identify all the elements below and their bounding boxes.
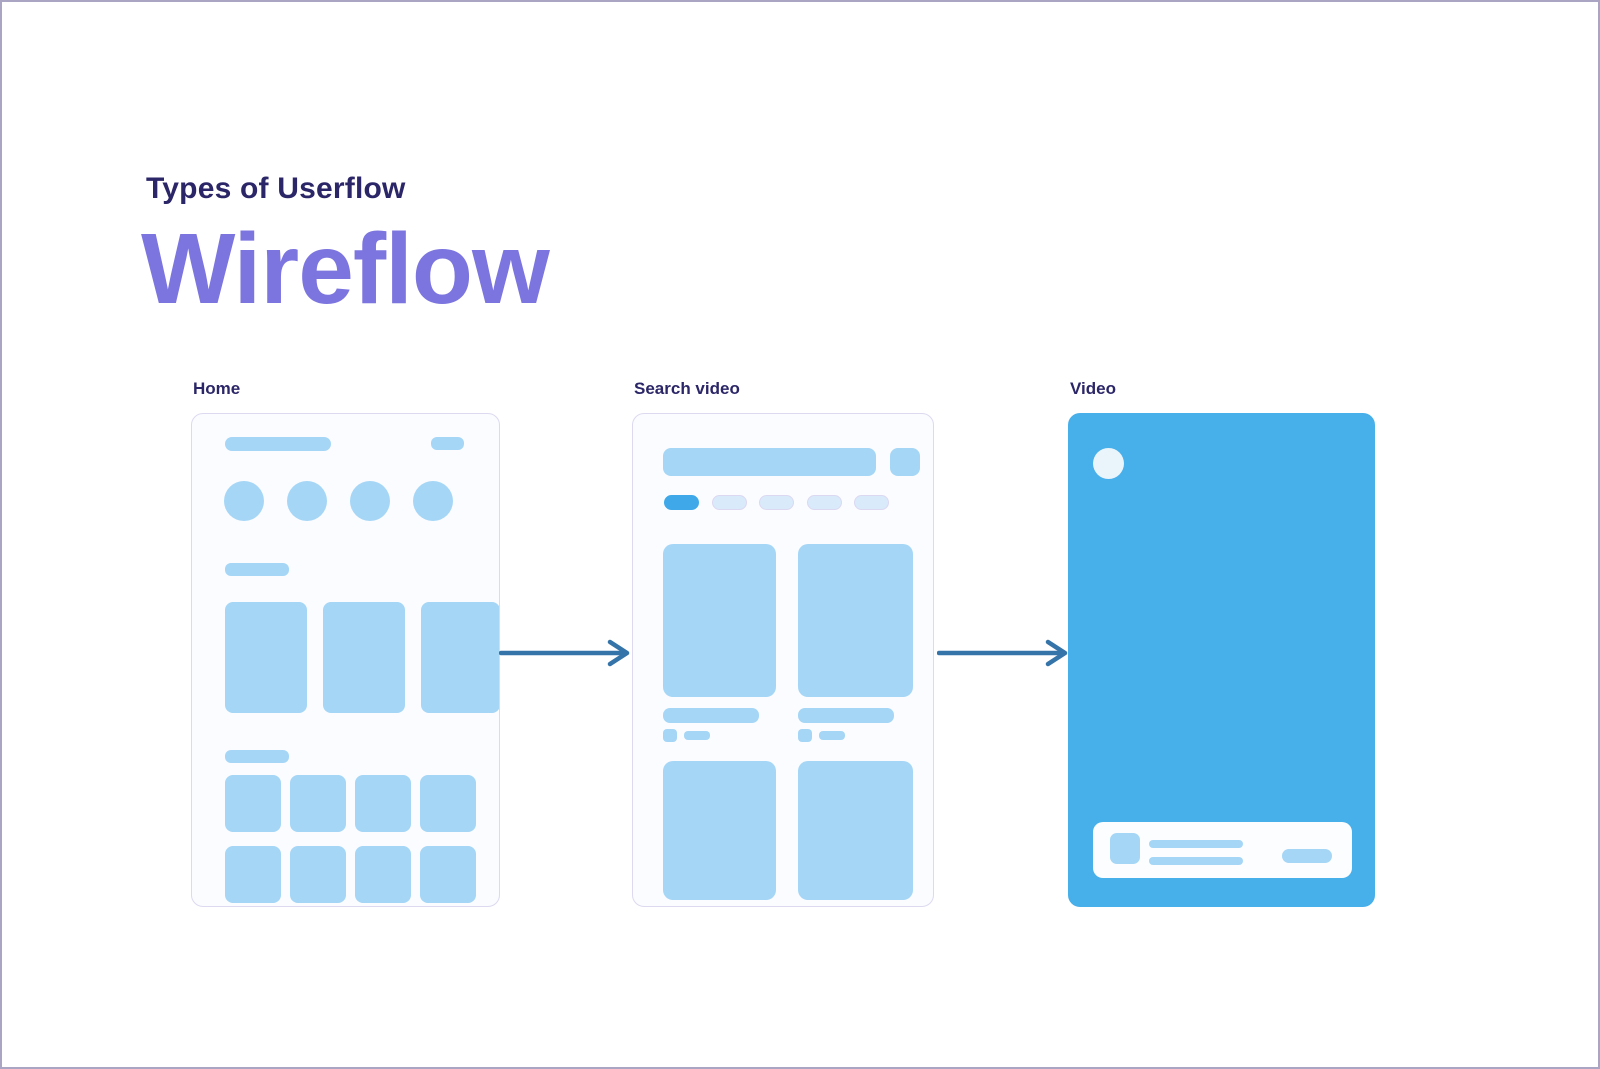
featured-card-placeholder [225, 602, 307, 713]
section-title-placeholder [225, 750, 289, 763]
header-bar-placeholder [225, 437, 331, 451]
eyebrow-title: Types of Userflow [146, 172, 406, 205]
flow-arrow-home-to-search [499, 639, 630, 667]
video-meta-row [663, 729, 776, 742]
grid-tile-placeholder [225, 775, 281, 832]
featured-card-placeholder [323, 602, 405, 713]
story-circle-placeholder [287, 481, 327, 521]
video-result-item [798, 544, 913, 900]
video-title-placeholder [798, 708, 894, 723]
filter-chips-row [664, 495, 889, 510]
video-meta-row [798, 729, 913, 742]
video-thumbnail-placeholder [798, 761, 913, 900]
back-button-circle-placeholder [1093, 448, 1124, 479]
video-views-placeholder [684, 731, 710, 740]
search-bar-placeholder [663, 448, 876, 476]
section-title-placeholder [225, 563, 289, 576]
header-action-placeholder [431, 437, 464, 450]
arrow-right-icon [937, 639, 1068, 667]
grid-tile-placeholder [420, 846, 476, 903]
flow-step-home: Home [191, 379, 500, 907]
video-thumbnail-placeholder [798, 544, 913, 697]
arrow-right-icon [499, 639, 630, 667]
flow-arrow-search-to-video [937, 639, 1068, 667]
search-button-placeholder [890, 448, 920, 476]
video-title-placeholder [663, 708, 759, 723]
filter-chip-placeholder [806, 495, 842, 510]
story-circles-row [224, 481, 453, 521]
frame-label: Video [1070, 379, 1116, 398]
channel-avatar-placeholder [663, 729, 677, 742]
video-thumbnail-placeholder [663, 544, 776, 697]
page-title: Wireflow [141, 213, 550, 325]
filter-chip-placeholder [759, 495, 794, 510]
video-title-line-placeholder [1149, 840, 1243, 848]
featured-card-placeholder [421, 602, 499, 713]
frame-label: Search video [634, 379, 740, 398]
search-results-grid [663, 544, 913, 900]
video-title-line-placeholder [1149, 857, 1243, 865]
grid-tile-placeholder [355, 846, 411, 903]
story-circle-placeholder [224, 481, 264, 521]
grid-tile-placeholder [225, 846, 281, 903]
video-info-panel [1093, 822, 1352, 878]
video-thumbnail-placeholder [663, 761, 776, 900]
video-player-screen-wireframe [1068, 413, 1375, 907]
grid-tile-placeholder [290, 846, 346, 903]
grid-tile-placeholder [420, 775, 476, 832]
flow-step-search-video: Search video [632, 379, 934, 907]
flow-step-video: Video [1068, 379, 1375, 907]
featured-row [225, 602, 499, 713]
channel-avatar-placeholder [1110, 833, 1140, 864]
grid-tile-placeholder [355, 775, 411, 832]
search-video-screen-wireframe [632, 413, 934, 907]
filter-chip-active-placeholder [664, 495, 699, 510]
filter-chip-placeholder [854, 495, 889, 510]
video-views-placeholder [819, 731, 845, 740]
story-circle-placeholder [413, 481, 453, 521]
subscribe-pill-placeholder [1282, 849, 1332, 863]
video-result-item [663, 544, 776, 900]
grid-tile-placeholder [290, 775, 346, 832]
frame-label: Home [193, 379, 241, 398]
home-screen-wireframe [191, 413, 500, 907]
story-circle-placeholder [350, 481, 390, 521]
filter-chip-placeholder [711, 495, 747, 510]
thumbnail-grid [225, 775, 476, 903]
channel-avatar-placeholder [798, 729, 812, 742]
